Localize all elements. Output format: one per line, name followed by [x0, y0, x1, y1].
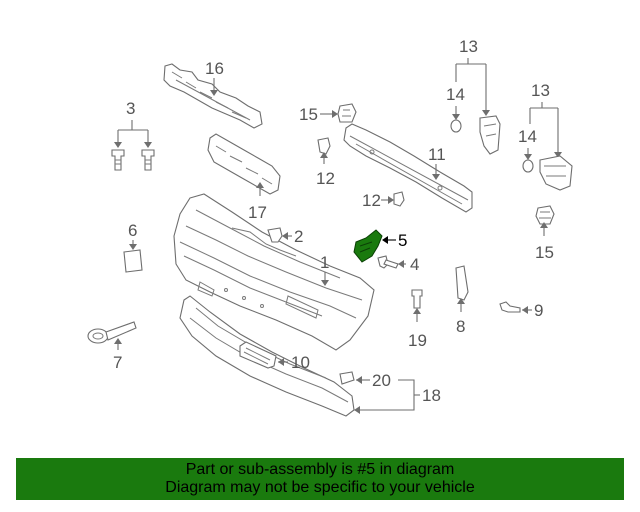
part-5-bracket: 5 — [353, 229, 407, 263]
callout-7-label: 7 — [113, 353, 122, 372]
part-20-clip: 20 18 — [339, 371, 441, 414]
part-10-grille: 10 — [239, 341, 310, 372]
part-8-bracket: 8 — [455, 265, 469, 336]
callout-17-label: 17 — [248, 203, 267, 222]
callout-3-label: 3 — [126, 99, 135, 118]
callout-1: 1 — [320, 253, 329, 286]
part-12-bolt: 12 — [362, 191, 405, 210]
callout-4-label: 4 — [410, 255, 419, 274]
part-6-lamp: 6 — [123, 221, 143, 273]
callout-12b-label: 12 — [362, 191, 381, 210]
callout-16-label: 16 — [205, 59, 224, 78]
part-17-absorber — [207, 133, 281, 195]
part-11-reinforcement — [343, 123, 473, 213]
part-2-clip: 2 — [267, 227, 303, 246]
callout-20-label: 20 — [372, 371, 391, 390]
callout-9-label: 9 — [534, 301, 543, 320]
callout-2-label: 2 — [294, 227, 303, 246]
info-banner: Part or sub-assembly is #5 in diagram Di… — [16, 458, 624, 500]
part-15-clip-top: 15 — [299, 103, 357, 124]
callout-8-label: 8 — [456, 317, 465, 336]
callout-17: 17 — [248, 182, 267, 222]
part-16-absorber — [163, 63, 263, 129]
part-19-bolt: 19 — [408, 289, 427, 350]
callout-12a-label: 12 — [316, 169, 335, 188]
callout-13b-label: 13 — [531, 81, 550, 100]
part-13-bracket-right: 13 14 — [518, 81, 573, 191]
callout-11: 11 — [428, 145, 446, 180]
part-1-bumper-cover — [173, 193, 375, 351]
part-13-bracket-left: 13 14 — [446, 37, 501, 155]
callout-6-label: 6 — [128, 221, 137, 240]
callout-10-label: 10 — [291, 353, 310, 372]
part-9-screw: 9 — [499, 301, 543, 320]
banner-line-2: Diagram may not be specific to your vehi… — [165, 479, 475, 496]
part-3-bolts: 3 — [111, 99, 155, 171]
callout-14a-label: 14 — [446, 85, 465, 104]
callout-15b-label: 15 — [535, 243, 554, 262]
callout-13a-label: 13 — [459, 37, 478, 56]
callout-5-label: 5 — [398, 231, 407, 250]
callout-11-label: 11 — [428, 145, 446, 164]
callout-16: 16 — [205, 59, 224, 96]
callout-1-label: 1 — [320, 253, 329, 272]
callout-18-label: 18 — [422, 386, 441, 405]
callout-14b-label: 14 — [518, 127, 537, 146]
banner-line-1: Part or sub-assembly is #5 in diagram — [185, 461, 455, 478]
callout-19-label: 19 — [408, 331, 427, 350]
part-15-clip-right: 15 — [535, 205, 555, 262]
part-4-bolt: 4 — [377, 255, 419, 274]
part-7-tow-hook: 7 — [87, 321, 137, 372]
part-12-clip-top: 12 — [316, 137, 335, 188]
callout-15a-label: 15 — [299, 105, 318, 124]
